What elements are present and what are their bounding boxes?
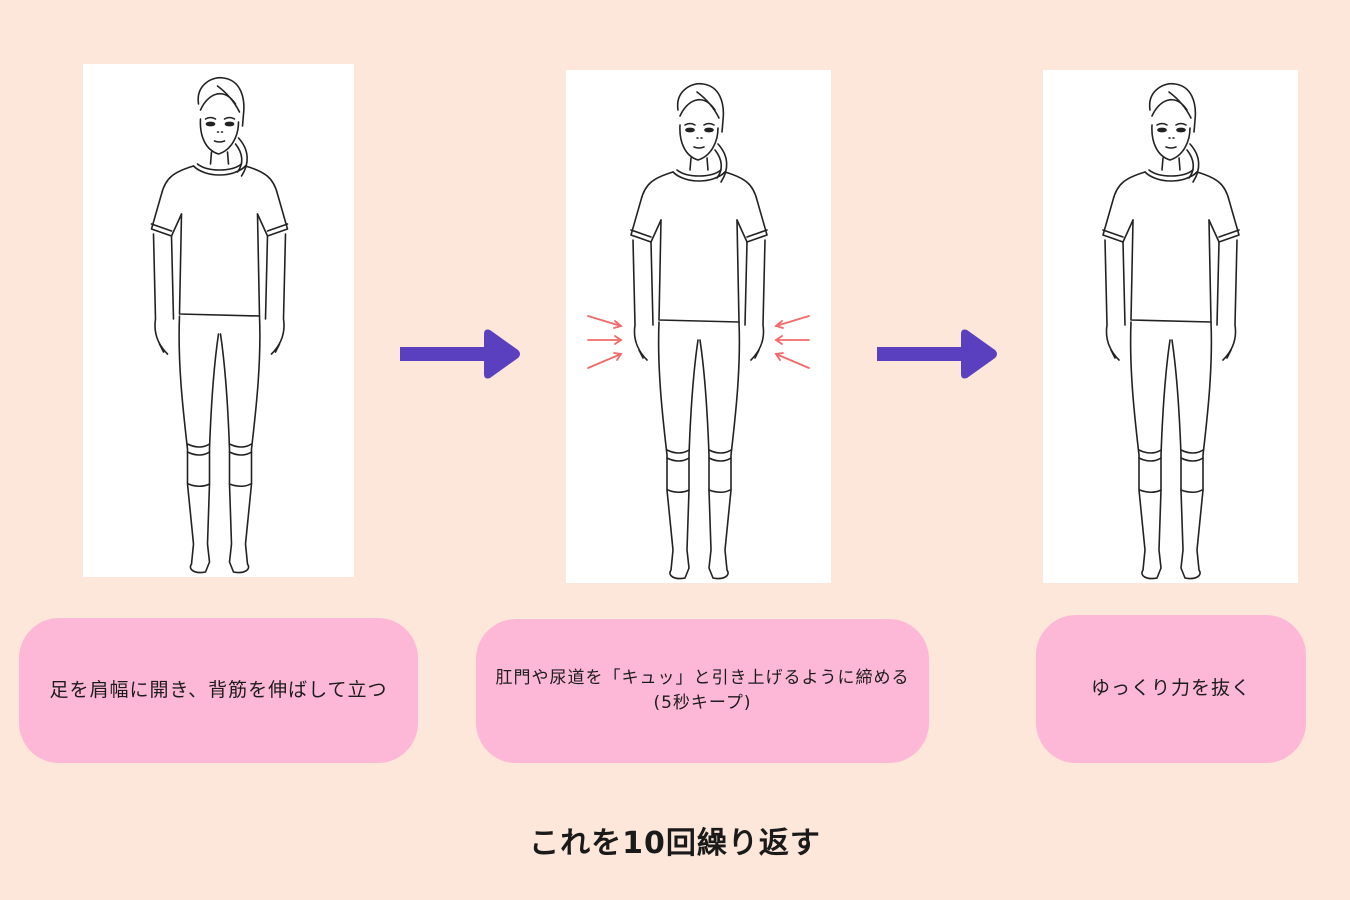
standing-woman-icon (83, 64, 354, 577)
step-1-caption-text: 足を肩幅に開き、背筋を伸ばして立つ (49, 678, 388, 701)
step-1-illustration (83, 64, 354, 577)
repeat-instruction: これを10回繰り返す (529, 826, 821, 861)
step-3-caption-text: ゆっくり力を抜く (1090, 677, 1251, 700)
step-2-caption: 肛門や尿道を「キュッ」と引き上げるように締める (5秒キープ) (476, 619, 929, 763)
step-1-caption: 足を肩幅に開き、背筋を伸ばして立つ (19, 618, 418, 763)
step-3-caption: ゆっくり力を抜く (1036, 615, 1306, 763)
standing-woman-icon (1102, 82, 1240, 580)
squeeze-arrows-left-icon (587, 315, 623, 369)
arrow-right-icon (875, 326, 999, 382)
step-3-illustration (1043, 70, 1298, 583)
squeeze-arrows-right-icon (774, 315, 810, 369)
step-2-caption-text: 肛門や尿道を「キュッ」と引き上げるように締める (495, 668, 910, 689)
standing-woman-icon (587, 82, 810, 580)
step-2-illustration (566, 70, 831, 583)
arrow-right-icon (398, 326, 522, 382)
step-2-caption-note: (5秒キープ) (653, 693, 752, 713)
